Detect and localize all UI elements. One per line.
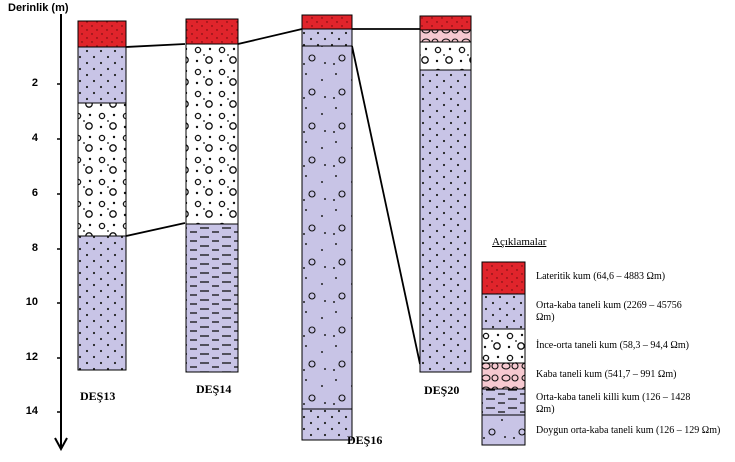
legend-label-saturated: Doygun orta-kaba taneli kum (126 – 129 Ω… [536,425,721,437]
legend-title: Açıklamalar [492,236,546,248]
legend-label-fine-medium: İnce-orta taneli kum (58,3 – 94,4 Ωm) [536,340,689,352]
legend-swatch-lateritic [482,262,525,294]
depth-tick: 8 [18,242,38,254]
legend-label-clayey: Orta-kaba taneli killi kum (126 – 1428 Ω… [536,392,696,416]
depth-tick: 10 [18,296,38,308]
depth-tick: 14 [18,405,38,417]
legend-swatches [482,262,525,445]
legend-label-lateritic: Lateritik kum (64,6 – 4883 Ωm) [536,271,665,283]
borehole-des14 [186,19,238,372]
legend-label-coarse: Kaba taneli kum (541,7 – 991 Ωm) [536,369,676,381]
borehole-des16 [302,15,352,440]
well-label-des16: DEŞ16 [347,433,382,448]
borehole-des13 [78,21,126,370]
well-label-des13: DEŞ13 [80,389,115,404]
borehole-des20 [420,16,471,372]
correlation-lines [126,29,420,364]
well-label-des20: DEŞ20 [424,383,459,398]
depth-tick: 4 [18,132,38,144]
legend-swatch-fine-medium [482,329,525,363]
depth-tick: 6 [18,187,38,199]
axis-title: Derinlik (m) [8,2,69,14]
depth-tick: 12 [18,351,38,363]
legend-swatch-clayey [482,389,525,415]
depth-tick: 2 [18,77,38,89]
legend-swatch-medium-coarse [482,294,525,329]
legend-swatch-coarse [482,363,525,389]
legend-swatch-saturated [482,415,525,445]
legend-label-medium-coarse: Orta-kaba taneli kum (2269 – 45756 Ωm) [536,300,686,324]
well-label-des14: DEŞ14 [196,382,231,397]
